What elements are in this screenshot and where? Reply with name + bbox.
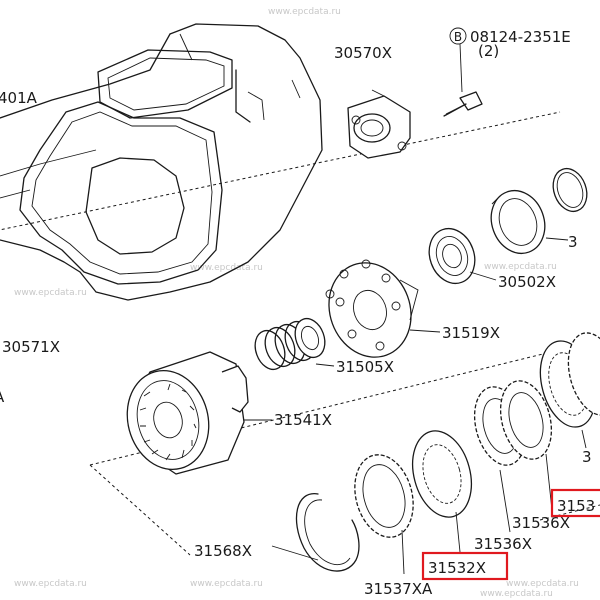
drive-plate-left-part <box>354 454 414 575</box>
label-carrier: 31541X <box>274 411 332 429</box>
watermark-bottom-far: www.epcdata.ru <box>480 589 553 599</box>
bolt-symbol: B <box>454 30 462 44</box>
return-spring-part <box>254 317 335 371</box>
label-snap-ring: 31568X <box>194 542 252 560</box>
label-bolt-quantity: (2) <box>478 42 499 60</box>
label-bearing: 30502X <box>498 273 556 291</box>
bearing-part <box>428 227 497 285</box>
label-return-spring: 31505X <box>336 358 394 376</box>
label-driven-plate-a: 31536X <box>474 535 532 553</box>
watermarks: www.epcdata.ru www.epcdata.ru www.epcdat… <box>14 7 579 599</box>
label-clutch-plate-right: 3153 <box>557 497 595 515</box>
piston-hub-part <box>325 259 441 358</box>
transfer-case-housing <box>0 23 323 301</box>
bolt-part <box>443 43 483 117</box>
label-drive-plate-left: 31537XA <box>364 580 433 598</box>
label-front-case: 30571X <box>2 338 60 356</box>
driven-plate-b-part <box>499 380 553 511</box>
label-pack-right: 3 <box>582 448 592 466</box>
adapter-flange-part <box>347 89 411 159</box>
part-labels: 30570X B 08124-2351E (2) 401A 3 30502X 3… <box>0 27 595 598</box>
snap-ring-top-right <box>552 167 588 213</box>
group-dashed-outline <box>0 111 600 556</box>
watermark-center-left: www.epcdata.ru <box>190 263 263 273</box>
label-bolt-part-number: 08124-2351E <box>470 28 571 46</box>
clutch-plate-left-part <box>412 430 472 553</box>
highlights <box>421 488 600 581</box>
watermark-bottom-right: www.epcdata.ru <box>506 579 579 589</box>
label-bearing-right: 3 <box>568 233 578 251</box>
label-adapter: 30570X <box>334 44 392 62</box>
carrier-drum-part <box>126 351 272 475</box>
label-piston-hub: 31519X <box>442 324 500 342</box>
label-driven-plate-b: 31536X <box>512 514 570 532</box>
clutch-plate-right-part <box>539 332 600 449</box>
watermark-center-right: www.epcdata.ru <box>484 262 557 272</box>
bearing-right-part <box>490 189 569 255</box>
watermark-bottom-mid: www.epcdata.ru <box>190 579 263 589</box>
label-transfer-case: 401A <box>0 89 38 107</box>
bolt-symbol-circle <box>449 27 467 45</box>
label-clutch-plate-left: 31532X <box>428 559 486 577</box>
watermark-left: www.epcdata.ru <box>14 288 87 298</box>
snap-ring-part <box>271 493 360 572</box>
watermark-top: www.epcdata.ru <box>268 7 341 17</box>
highlight-clutch-plate-left <box>421 551 509 581</box>
label-left-edge: A <box>0 388 5 406</box>
watermark-bottom-left: www.epcdata.ru <box>14 579 87 589</box>
highlight-clutch-plate-right <box>550 488 600 518</box>
